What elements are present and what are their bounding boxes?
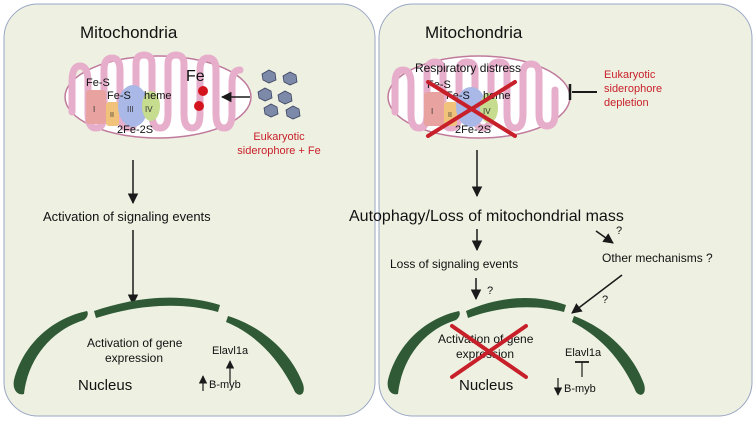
- left-complex-2-label: II: [110, 112, 114, 119]
- left-envelope-segment: [226, 316, 304, 395]
- right-2fe2s: 2Fe-2S: [455, 124, 491, 136]
- left-2fe2s: 2Fe-2S: [117, 124, 153, 136]
- right-depletion-line-3: depletion: [604, 97, 649, 109]
- left-fe-label: Fe: [186, 68, 205, 85]
- left-iron-dot: [198, 86, 208, 96]
- right-nucleus-envelope: [387, 298, 645, 395]
- left-nucleus-label: Nucleus: [78, 377, 132, 394]
- left-mitochondrion: I II III IV Fe-S Fe-S heme 2Fe-2S Fe: [64, 51, 252, 139]
- left-complex-3: [118, 85, 148, 127]
- right-depletion-line-1: Eukaryotic: [604, 69, 656, 81]
- left-cristae: [68, 51, 244, 132]
- left-heme: heme: [144, 90, 172, 102]
- right-q3: ?: [602, 294, 608, 306]
- left-envelope-segment: [13, 311, 88, 395]
- left-complex-4: [142, 91, 160, 121]
- siderophore-complex: [277, 90, 293, 105]
- left-complex-3-label: III: [127, 105, 134, 114]
- left-nucleus-envelope: [13, 297, 304, 395]
- left-signaling: Activation of signaling events: [43, 209, 211, 224]
- right-mito-cross-stroke: [426, 80, 517, 138]
- right-mitochondrion: I II IV Fe-S Fe-S heme 2Fe-2S Respirator…: [387, 55, 571, 139]
- right-complex-1: [424, 92, 444, 126]
- right-gene-cross-stroke: [450, 324, 528, 379]
- left-elavl1a: Elavl1a: [212, 345, 249, 357]
- right-complex-1-label: I: [431, 107, 433, 116]
- siderophore-complex: [261, 69, 277, 84]
- right-q2: ?: [487, 285, 493, 297]
- left-complex-1-label: I: [93, 105, 95, 114]
- siderophore-complex: [282, 71, 298, 86]
- left-iron-dot: [194, 101, 204, 111]
- right-loss-signaling: Loss of signaling events: [390, 257, 518, 271]
- left-complex-1: [86, 90, 106, 124]
- right-bmyb: B-myb: [564, 383, 596, 395]
- right-depletion-line-2: siderophore: [604, 83, 662, 95]
- left-fes-outer: Fe-S: [86, 77, 110, 89]
- right-envelope-segment: [387, 311, 460, 395]
- siderophore-complex: [263, 103, 279, 118]
- right-fes-outer: Fe-S: [427, 79, 451, 91]
- left-bmyb: B-myb: [209, 379, 241, 391]
- right-other-mechanisms: Other mechanisms ?: [602, 251, 713, 265]
- right-q1: ?: [616, 225, 622, 237]
- left-siderophore-label-1: Eukaryotic: [253, 131, 305, 143]
- left-gene-line-1: Activation of gene: [87, 336, 183, 350]
- left-envelope-segment: [94, 297, 220, 318]
- left-title: Mitochondria: [80, 23, 178, 42]
- right-gene-line-1: Activation of gene: [438, 332, 534, 346]
- right-title: Mitochondria: [425, 23, 523, 42]
- left-complex-4-label: IV: [145, 105, 153, 114]
- left-complex-2: [106, 102, 119, 126]
- right-nucleus-label: Nucleus: [459, 377, 513, 394]
- left-siderophore-label-2: siderophore + Fe: [237, 145, 320, 157]
- right-arrow-other-to-nucleus: [571, 274, 623, 314]
- right-autophagy: Autophagy/Loss of mitochondrial mass: [349, 208, 624, 225]
- right-complex-4-label: IV: [483, 107, 491, 116]
- siderophore-cluster: [257, 69, 301, 120]
- right-elavl1a: Elavl1a: [565, 347, 602, 359]
- left-gene-line-2: expression: [105, 351, 163, 365]
- right-envelope-segment: [572, 316, 645, 395]
- siderophore-complex: [285, 105, 301, 120]
- siderophore-complex: [257, 87, 273, 102]
- right-arrow-to-other: [595, 230, 614, 244]
- right-complex-2-label: II: [448, 112, 452, 119]
- right-respiratory-distress: Respiratory distress: [415, 61, 521, 75]
- left-fes-inner: Fe-S: [107, 90, 131, 102]
- right-envelope-segment: [466, 298, 566, 318]
